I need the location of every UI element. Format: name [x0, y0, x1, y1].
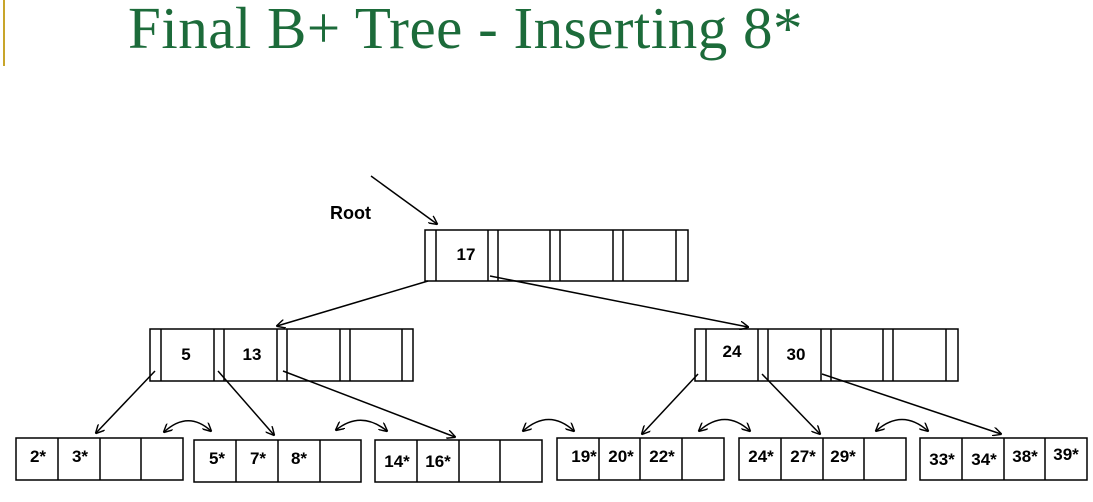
internal-node-right: 24 30 [694, 328, 959, 382]
leaf-5-entry-1: 24* [748, 447, 774, 466]
pointer-root-to-right-internal [489, 275, 748, 327]
title-accent-bar [3, 0, 5, 66]
leaf-6-entry-4: 39* [1053, 445, 1079, 464]
leaf-4-entry-2: 20* [608, 447, 634, 466]
internal-right-key-1: 24 [723, 342, 742, 361]
leaf-2-entry-2: 7* [250, 449, 266, 468]
slide-title: Final B+ Tree - Inserting 8* [128, 0, 803, 61]
leaf-node-3: 14* 16* [374, 439, 543, 483]
leaf-5-entry-3: 29* [830, 447, 856, 466]
leaf-3-entry-2: 16* [425, 452, 451, 471]
pointer-to-leaf-5 [761, 373, 820, 434]
sibling-link-5-6 [876, 418, 928, 432]
pointer-to-leaf-4 [642, 373, 699, 434]
internal-node-left: 5 13 [149, 328, 414, 382]
root-pointer-arrow [370, 175, 437, 224]
internal-right-key-2: 30 [787, 345, 806, 364]
root-label: Root [330, 203, 371, 223]
pointer-root-to-left-internal [277, 280, 429, 326]
leaf-6-entry-2: 34* [971, 450, 997, 469]
internal-left-key-2: 13 [243, 345, 262, 364]
leaf-1-entry-1: 2* [30, 447, 46, 466]
leaf-node-6: 33* 34* 38* 39* [919, 437, 1088, 481]
leaf-2-entry-3: 8* [291, 449, 307, 468]
leaf-2-entry-1: 5* [209, 449, 225, 468]
leaf-1-entry-2: 3* [72, 447, 88, 466]
root-node: 17 [424, 229, 689, 282]
leaf-node-1: 2* 3* [15, 437, 184, 481]
leaf-6-entry-1: 33* [929, 450, 955, 469]
sibling-link-4-5 [699, 418, 750, 432]
pointer-to-leaf-3 [282, 370, 455, 437]
leaf-3-entry-1: 14* [384, 452, 410, 471]
internal-left-key-1: 5 [181, 345, 190, 364]
pointer-to-leaf-2 [217, 370, 274, 435]
leaf-4-entry-3: 22* [649, 447, 675, 466]
leaf-node-4: 19* 20* 22* [556, 437, 725, 481]
sibling-link-2-3 [336, 419, 387, 431]
leaf-node-2: 5* 7* 8* [193, 439, 362, 483]
leaf-6-entry-3: 38* [1012, 447, 1038, 466]
pointer-to-leaf-1 [96, 370, 156, 433]
sibling-link-1-2 [164, 420, 211, 432]
sibling-link-3-4 [523, 418, 574, 432]
leaf-node-5: 24* 27* 29* [738, 437, 907, 481]
leaf-5-entry-2: 27* [790, 447, 816, 466]
root-key-1: 17 [457, 245, 476, 264]
leaf-4-entry-1: 19* [571, 447, 597, 466]
pointer-to-leaf-6 [821, 373, 1001, 434]
